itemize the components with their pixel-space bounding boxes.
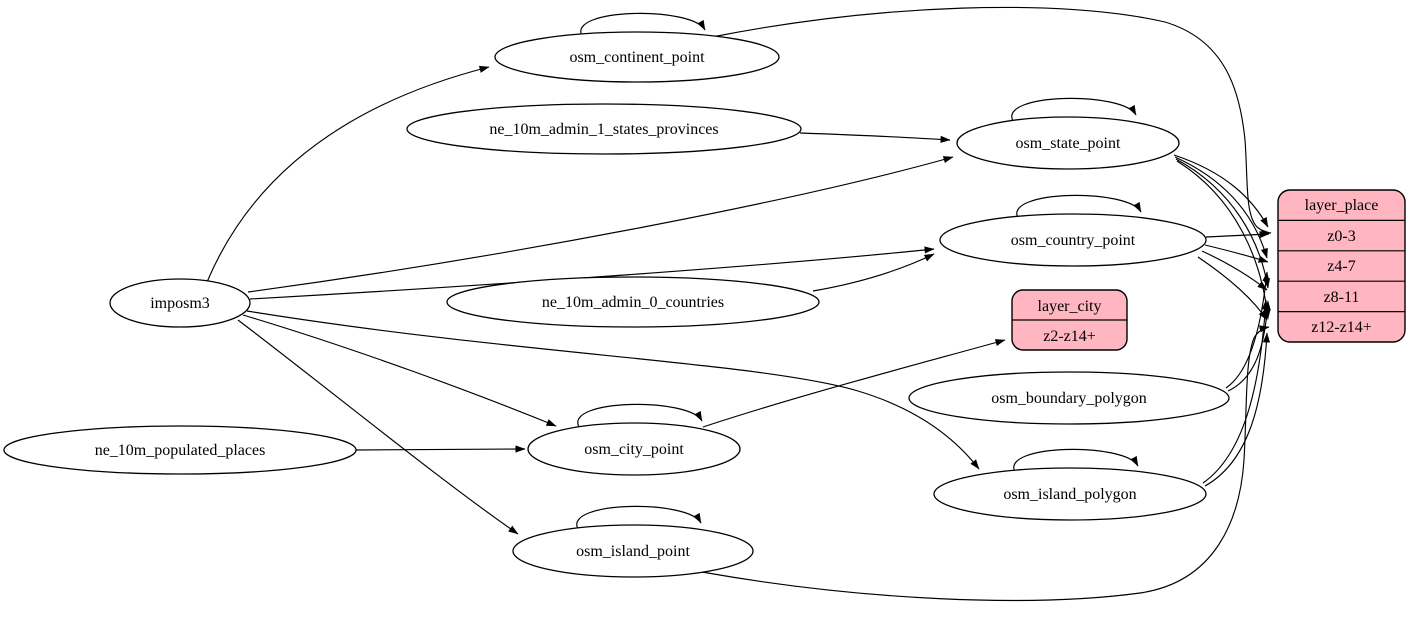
osm-island-point-ellipse xyxy=(512,524,754,578)
edge-self-osm_state_point xyxy=(1011,97,1137,122)
edge-osm_country_point-layer_place-z8-11 xyxy=(1201,250,1268,291)
edge-imposm3-osm_state_point xyxy=(247,156,954,293)
edge-osm_state_point-layer_place-z8-11 xyxy=(1175,158,1270,289)
osm-country-point-label: osm_country_point xyxy=(1011,232,1136,249)
osm-continent-point-label: osm_continent_point xyxy=(569,49,705,66)
edge-self-osm_island_polygon xyxy=(1013,448,1139,473)
ne-10m-admin-0-countries-ellipse xyxy=(446,276,820,328)
edge-imposm3-osm_city_point xyxy=(242,314,557,427)
node-osm-island-polygon: osm_island_polygon xyxy=(933,467,1207,521)
layer-place-row-z4-7: z4-7 xyxy=(1327,258,1355,275)
node-ne-10m-admin-0-countries: ne_10m_admin_0_countries xyxy=(446,276,820,328)
layer-place-row-z0-3: z0-3 xyxy=(1327,228,1355,245)
layer-place-row-z8-11: z8-11 xyxy=(1324,289,1360,306)
node-osm-country-point: osm_country_point xyxy=(939,213,1207,267)
osm-island-polygon-ellipse xyxy=(933,467,1207,521)
ne-10m-admin-1-states-provinces-ellipse xyxy=(406,103,802,155)
layer-city-title: layer_city xyxy=(1038,298,1102,315)
edge-imposm3-osm_continent_point xyxy=(206,65,490,283)
osm-city-point-label: osm_city_point xyxy=(584,441,684,458)
edge-osm_state_point-layer_place-z4-7 xyxy=(1174,156,1268,259)
node-osm-island-point: osm_island_point xyxy=(512,524,754,578)
edge-self-osm_island_point xyxy=(576,505,702,530)
edge-imposm3-osm_island_point xyxy=(237,319,519,535)
osm-state-point-ellipse xyxy=(956,116,1180,170)
edge-osm_island_point-layer_place-z12-z14 xyxy=(701,325,1270,602)
edges xyxy=(206,6,1272,602)
osm-country-point-ellipse xyxy=(939,213,1207,267)
node-ne-10m-populated-places: ne_10m_populated_places xyxy=(3,425,357,475)
node-osm-state-point: osm_state_point xyxy=(956,116,1180,170)
edge-self-osm_continent_point xyxy=(580,12,706,37)
edge-self-osm_city_point xyxy=(577,403,703,428)
osm-city-point-ellipse xyxy=(527,422,741,476)
edge-osm_continent_point-layer_place-z0-3 xyxy=(711,6,1272,237)
edge-self-osm_country_point xyxy=(1016,194,1142,219)
layer-city-row-z2-z14: z2-z14+ xyxy=(1043,328,1096,345)
edge-imposm3-osm_island_polygon xyxy=(246,310,980,470)
edge-osm_country_point-layer_place-z0-3 xyxy=(1205,230,1270,239)
node-imposm3: imposm3 xyxy=(109,278,251,328)
imposm3-label: imposm3 xyxy=(150,295,210,312)
ne-10m-populated-places-ellipse xyxy=(3,425,357,475)
ne-10m-admin-1-states-provinces-label: ne_10m_admin_1_states_provinces xyxy=(489,121,718,138)
edge-ne_10m_populated_places-osm_city_point xyxy=(355,445,526,453)
ne-10m-populated-places-label: ne_10m_populated_places xyxy=(95,442,266,459)
layer-place-row-z12-z14: z12-z14+ xyxy=(1311,319,1372,336)
node-osm-city-point: osm_city_point xyxy=(527,422,741,476)
osm-boundary-polygon-label: osm_boundary_polygon xyxy=(991,390,1147,407)
osm-continent-point-ellipse xyxy=(494,31,780,83)
edge-osm_island_polygon-layer_place-z12-z14 xyxy=(1204,332,1271,487)
edge-osm_state_point-layer_place-z12-z14 xyxy=(1176,160,1271,320)
node-osm-boundary-polygon: osm_boundary_polygon xyxy=(908,371,1230,425)
imposm3-ellipse xyxy=(109,278,251,328)
ne-10m-admin-0-countries-label: ne_10m_admin_0_countries xyxy=(542,294,724,311)
layer-place-box xyxy=(1277,189,1406,343)
edge-osm_boundary_polygon-layer_place-z8-11 xyxy=(1227,300,1271,392)
edge-ne_10m_admin_0_countries-osm_country_point xyxy=(812,253,935,292)
edge-osm_state_point-layer_place-z0-3 xyxy=(1173,154,1269,228)
edge-osm_country_point-layer_place-z4-7 xyxy=(1204,244,1269,263)
edge-osm_city_point-layer_city-z2-z14 xyxy=(702,339,1006,428)
node-ne-10m-admin-1-states-provinces: ne_10m_admin_1_states_provinces xyxy=(406,103,802,155)
edge-imposm3-osm_country_point xyxy=(249,246,935,300)
edge-osm_country_point-layer_place-z12-z14 xyxy=(1197,256,1268,321)
osm-island-point-label: osm_island_point xyxy=(576,543,690,560)
osm-island-polygon-label: osm_island_polygon xyxy=(1003,486,1136,503)
layer-place-title: layer_place xyxy=(1305,197,1379,214)
node-layer-city: layer_city z2-z14+ xyxy=(1011,289,1128,351)
osm-state-point-label: osm_state_point xyxy=(1016,135,1121,152)
edge-osm_boundary_polygon-layer_place-z4-7 xyxy=(1225,271,1270,389)
edge-ne_10m_admin_1_states_provinces-osm_state_point xyxy=(799,132,951,143)
osm-boundary-polygon-ellipse xyxy=(908,371,1230,425)
node-osm-continent-point: osm_continent_point xyxy=(494,31,780,83)
node-layer-place: layer_place z0-3 z4-7 z8-11 z12-z14+ xyxy=(1277,189,1406,343)
